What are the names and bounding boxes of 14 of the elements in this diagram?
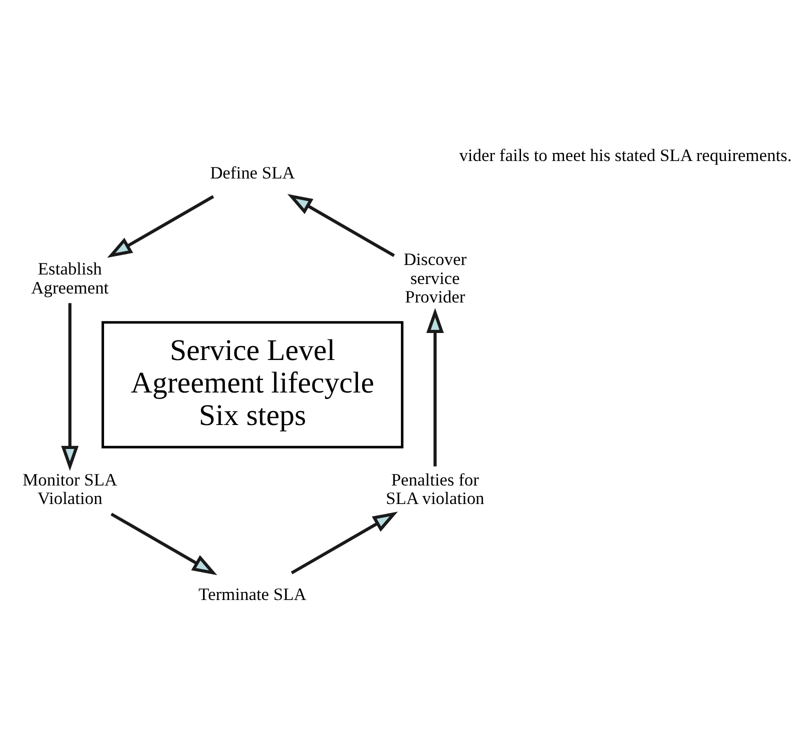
arrow [61,302,79,470]
node-text: Define SLA [210,162,295,182]
node-text: Discover service Provider [404,248,467,306]
arrow [110,512,218,575]
node-text: Establish Agreement [31,258,109,297]
node-text: Monitor SLA Violation [22,468,118,508]
node-text: Terminate SLA [198,584,306,604]
arrow [426,307,444,466]
node-text: Penalties for SLA violation [386,468,484,508]
arrow [287,194,395,256]
label: vider fails to meet his stated SLA requirements. [459,144,792,165]
arrow [107,194,214,258]
node-box: Service Level Agreement lifecycle Six steps [102,320,404,448]
arrow [290,511,398,574]
